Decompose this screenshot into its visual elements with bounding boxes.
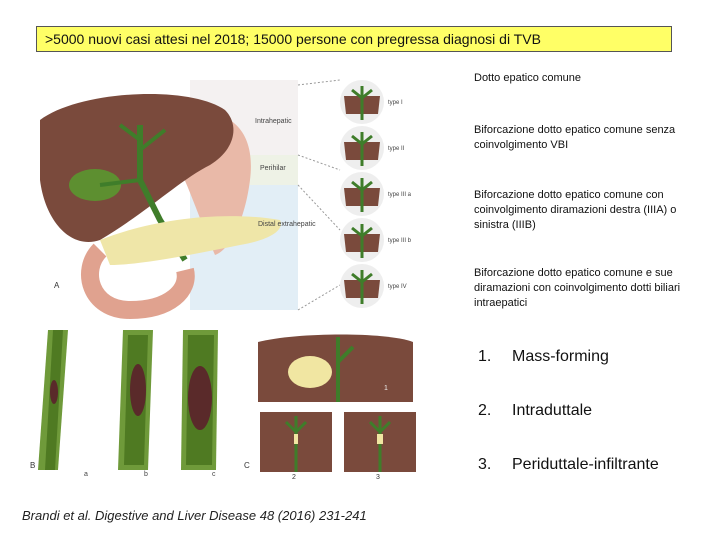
type-icons [340, 80, 384, 308]
desc-type-4: Biforcazione dotto epatico comune e sue … [474, 267, 681, 309]
growth-type-3-label: Periduttale-infiltrante [512, 456, 659, 473]
sub-letter-a: a [84, 471, 88, 478]
type-iiib-label: type III b [388, 238, 412, 244]
growth-type-2-label: Intraduttale [512, 402, 593, 419]
type-i-label: type I [388, 100, 403, 106]
number-3: 3 [376, 474, 380, 480]
growth-type-1-number: 1. [478, 348, 492, 365]
duct-b [118, 330, 153, 470]
region-intrahepatic: Intrahepatic [255, 118, 292, 125]
number-1: 1 [384, 385, 388, 392]
growth-type-3-number: 3. [478, 456, 492, 473]
growth-type-2: 2. Intraduttale [478, 402, 592, 420]
growth-type-2-number: 2. [478, 402, 492, 419]
region-distal: Distal extrahepatic [258, 221, 316, 228]
panel-letter-a: A [54, 281, 60, 290]
type-iiia-label: type III a [388, 192, 412, 198]
tumor-types-illustration: 1 2 3 [258, 334, 416, 480]
citation: Brandi et al. Digestive and Liver Diseas… [22, 508, 367, 523]
region-perihilar: Perihilar [260, 165, 286, 172]
desc-type-2: Biforcazione dotto epatico comune senza … [474, 124, 676, 151]
desc-type-3: Biforcazione dotto epatico comune con co… [474, 189, 677, 231]
duct-growth-illustration: B a b c C [30, 330, 250, 478]
growth-type-3: 3. Periduttale-infiltrante [478, 456, 659, 474]
type-iv-label: type IV [388, 284, 407, 290]
duct-a [38, 330, 68, 470]
growth-type-1-label: Mass-forming [512, 348, 609, 365]
anatomy-illustration: A Intrahepatic Perihilar Distal extrahep… [40, 79, 412, 320]
type-ii-label: type II [388, 146, 405, 152]
duct-c [181, 330, 218, 470]
sub-letter-b: b [144, 471, 148, 478]
desc-type-1: Dotto epatico comune [474, 72, 582, 84]
banner: >5000 nuovi casi attesi nel 2018; 15000 … [36, 26, 672, 52]
number-2: 2 [292, 474, 296, 480]
panel-letter-c: C [244, 461, 250, 470]
growth-type-1: 1. Mass-forming [478, 348, 609, 366]
panel-letter-b: B [30, 461, 35, 470]
sub-letter-c: c [212, 471, 216, 478]
